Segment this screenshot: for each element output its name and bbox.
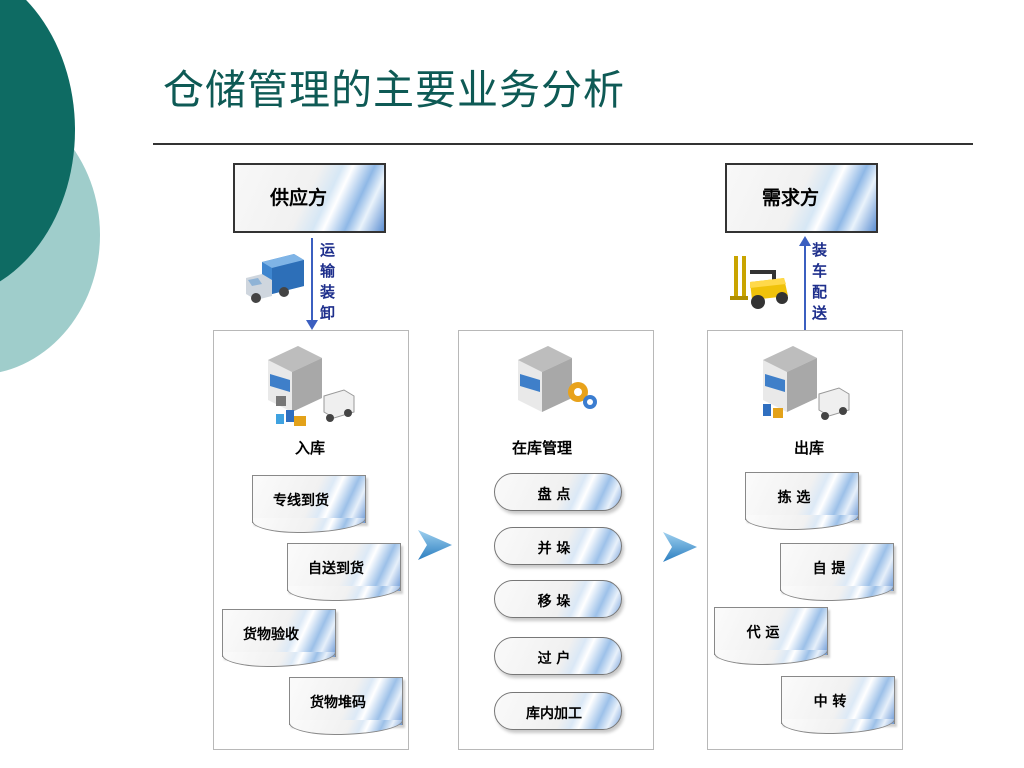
outbound-arrowhead <box>799 236 811 246</box>
demand-label: 需求方 <box>761 187 819 209</box>
inbound-step: 货物堆码 <box>289 677 403 735</box>
delivery-truck-icon <box>246 254 304 303</box>
chevron-right-icon <box>663 532 697 562</box>
supplier-box: 供应方 <box>233 163 386 233</box>
corner-decoration <box>0 0 120 420</box>
title-divider <box>153 143 973 145</box>
storage-step: 库内加工 <box>494 692 622 730</box>
supplier-label: 供应方 <box>269 187 327 209</box>
outbound-step: 拣 选 <box>745 472 859 530</box>
inbound-arrowhead <box>306 320 318 330</box>
inbound-step: 货物验收 <box>222 609 336 667</box>
outbound-arrow <box>804 244 806 330</box>
forklift-icon <box>730 256 788 309</box>
storage-title: 在库管理 <box>512 439 573 457</box>
chevron-right-icon <box>418 530 452 560</box>
outbound-title: 出库 <box>794 439 825 457</box>
inbound-transport-label: 运输装卸 <box>320 241 336 322</box>
warehouse-icon <box>518 346 597 412</box>
page-title: 仓储管理的主要业务分析 <box>163 66 625 114</box>
demand-box: 需求方 <box>725 163 878 233</box>
storage-step: 盘 点 <box>494 473 622 511</box>
warehouse-icon <box>763 346 850 420</box>
inbound-arrow <box>311 238 313 322</box>
outbound-transport-label: 装车配送 <box>812 241 828 322</box>
inbound-step: 自送到货 <box>287 543 401 601</box>
storage-step: 过 户 <box>494 637 622 675</box>
storage-step: 移 垛 <box>494 580 622 618</box>
storage-step: 并 垛 <box>494 527 622 565</box>
warehouse-icon <box>268 346 355 426</box>
inbound-step: 专线到货 <box>252 475 366 533</box>
outbound-step: 代 运 <box>714 607 828 665</box>
outbound-step: 中 转 <box>781 676 895 734</box>
inbound-title: 入库 <box>295 439 326 457</box>
outbound-step: 自 提 <box>780 543 894 601</box>
